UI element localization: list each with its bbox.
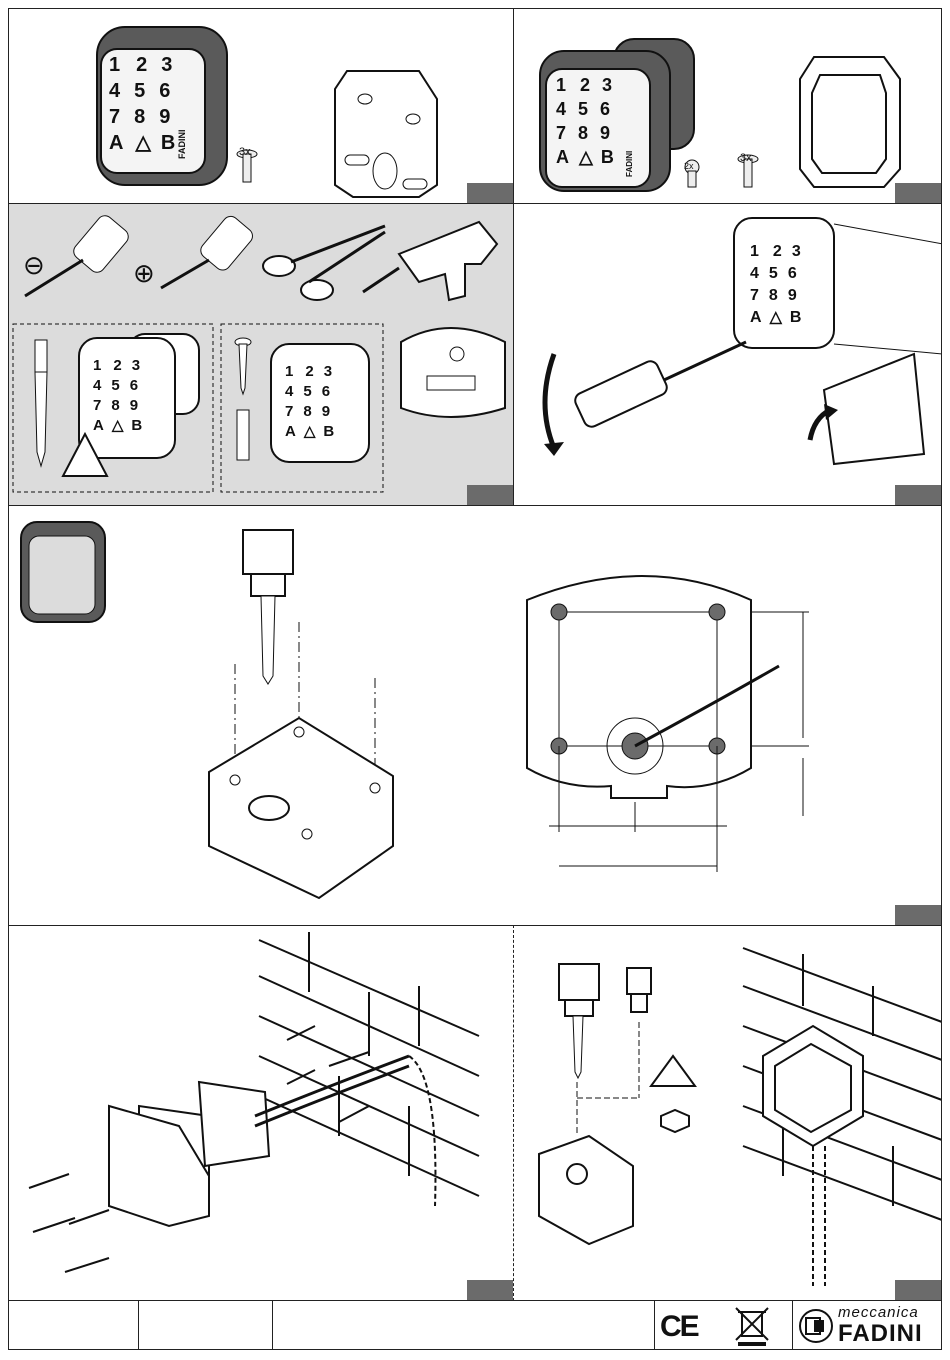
ce-mark: CE [660, 1310, 698, 1344]
panel-6 [8, 925, 514, 1301]
svg-text:A△B: A△B [93, 417, 142, 434]
svg-text:A△B: A△B [285, 423, 334, 440]
panel-7-tag [895, 1280, 941, 1300]
minus-icon: ⊖ [23, 251, 45, 281]
svg-text:456: 456 [750, 265, 797, 282]
svg-text:123: 123 [285, 363, 332, 380]
svg-text:A△B: A△B [109, 132, 175, 154]
warning-triangle-icon [651, 1056, 695, 1086]
drill-icon [243, 530, 293, 684]
svg-text:456: 456 [93, 377, 138, 394]
keypad-back-board [401, 328, 505, 417]
footer-cell-1 [9, 1301, 139, 1349]
wood-screw-icon [235, 338, 251, 394]
svg-text:456: 456 [285, 383, 330, 400]
plus-icon: ⊕ [133, 259, 155, 289]
brick-wall [259, 932, 479, 1196]
svg-text:3x: 3x [740, 152, 752, 164]
svg-text:789: 789 [556, 123, 610, 143]
rotate-arrow-left-icon [545, 354, 554, 448]
svg-text:789: 789 [750, 287, 797, 304]
svg-text:123: 123 [93, 357, 140, 374]
svg-text:123: 123 [556, 75, 612, 95]
panel-7 [513, 925, 942, 1301]
svg-text:A△B: A△B [556, 147, 614, 167]
drilling-template-illustration [9, 506, 942, 926]
panel-5 [8, 505, 942, 926]
panel-3-tag [467, 485, 513, 505]
panel-4-tag [895, 485, 941, 505]
svg-text:456: 456 [556, 99, 610, 119]
housing-back [539, 1136, 633, 1244]
drill-bit-icon [35, 340, 47, 466]
wall-plug-icon [237, 410, 249, 460]
svg-text:123: 123 [750, 243, 801, 260]
screwdriver-icon [573, 342, 746, 429]
brand-tagline: meccanica [838, 1304, 919, 1321]
svg-text:789: 789 [93, 397, 138, 414]
panel-5-tag [895, 905, 941, 925]
panel-2-tag [895, 183, 941, 203]
brand-name: FADINI [838, 1320, 923, 1348]
fadini-logo-icon [798, 1308, 834, 1344]
footer-cell-3 [273, 1301, 655, 1349]
cable-gland-illustration [513, 926, 942, 1301]
svg-text:789: 789 [285, 403, 330, 420]
mounting-plate [335, 71, 437, 197]
screw-quantity: 3x [239, 146, 251, 158]
keypad-logo: FADINI [177, 129, 187, 159]
keypad-face-tilted [824, 354, 924, 464]
weee-bin-icon [732, 1304, 772, 1348]
screw-quantity-small: 2x [684, 161, 694, 171]
svg-text:FADINI: FADINI [625, 151, 634, 177]
phillips-screwdriver-icon [161, 213, 256, 288]
panel-6-tag [467, 1280, 513, 1300]
svg-text:789: 789 [109, 106, 170, 128]
svg-text:456: 456 [109, 80, 170, 102]
housing-back [209, 718, 393, 898]
footer-cell-2 [139, 1301, 273, 1349]
cable-gland-icon [627, 968, 651, 1012]
wall-mounting-illustration [9, 926, 514, 1301]
drill-icon [559, 964, 599, 1078]
svg-text:A△B: A△B [750, 309, 801, 326]
panel-1-tag [467, 183, 513, 203]
lock-nut-icon [661, 1110, 689, 1132]
